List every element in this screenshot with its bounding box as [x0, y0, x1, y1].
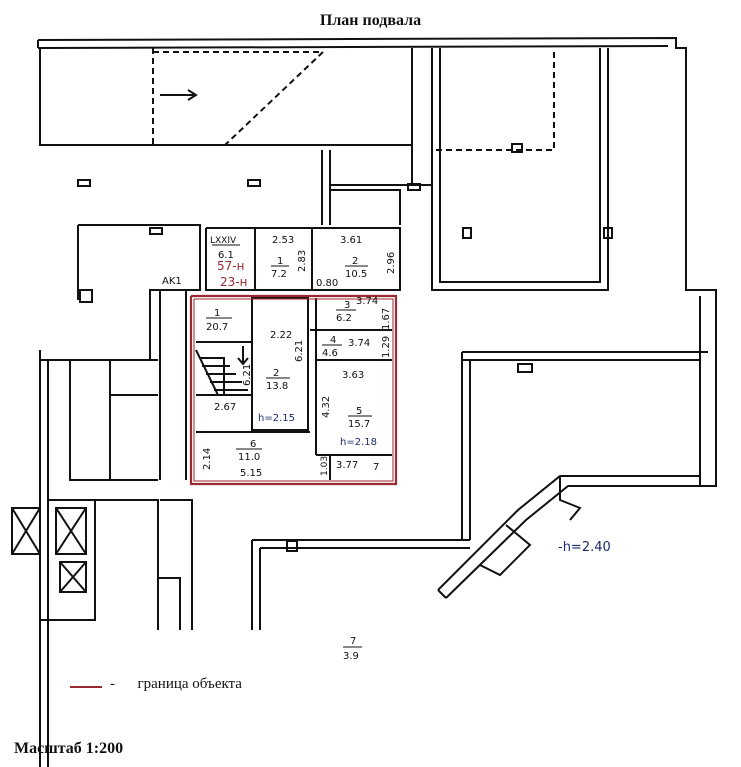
room-2-number: 2 [273, 368, 279, 379]
room-labels: LXXIV 6.1 57-н 23-н AK1 2.53 1 7.2 2.83 … [162, 235, 611, 662]
object-boundary [189, 294, 398, 486]
room-4-area: 4.6 [322, 348, 338, 359]
room-lxxiv-area: 6.1 [218, 250, 234, 261]
room-3-width: 3.74 [356, 296, 378, 307]
legend-text: граница объекта [137, 676, 242, 692]
room-6-width: 5.15 [240, 468, 262, 479]
room-lxxiv-label: LXXIV [210, 236, 237, 246]
room-big7-number: 7 [350, 636, 356, 647]
room-top-gap: 0.80 [316, 278, 338, 289]
scale-label: Масштаб 1:200 [14, 740, 124, 757]
room-top2-number: 2 [352, 256, 358, 267]
room-6-depth: 2.14 [202, 448, 213, 470]
room-5-area: 15.7 [348, 419, 370, 430]
room-3-depth: 1.67 [381, 308, 392, 330]
room-top1-depth: 2.83 [297, 250, 308, 272]
object-boundary-inner [193, 298, 394, 482]
object-number-57: 57-н [217, 259, 244, 273]
room-top1-area: 7.2 [271, 269, 287, 280]
room-big7-area: 3.9 [343, 651, 359, 662]
plan-title: План подвала [319, 12, 422, 29]
room-2-height: h=2.15 [258, 413, 295, 424]
room-7-width: 3.77 [336, 460, 358, 471]
room-3-number: 3 [344, 300, 350, 311]
legend-label: - граница объекта [110, 676, 242, 693]
room-1-area: 20.7 [206, 322, 228, 333]
room-2-depth: 6.21 [294, 340, 305, 362]
walls [11, 36, 717, 767]
room-6-number: 6 [250, 439, 256, 450]
room-1-width: 2.67 [214, 402, 236, 413]
room-4-width: 3.74 [348, 338, 370, 349]
room-top1-width: 2.53 [272, 235, 294, 246]
room-1-number: 1 [214, 308, 220, 319]
room-2-width: 2.22 [270, 330, 292, 341]
room-7-depth: 1.03 [320, 456, 330, 476]
room-5-width: 3.63 [342, 370, 364, 381]
room-7-number: 7 [373, 462, 379, 473]
room-top2-area: 10.5 [345, 269, 367, 280]
big-room-height: -h=2.40 [558, 540, 611, 555]
legend-dash: - [110, 676, 115, 692]
room-5-depth: 4.32 [321, 396, 332, 418]
room-top1-number: 1 [277, 256, 283, 267]
ak1-label: AK1 [162, 276, 182, 287]
room-6-area: 11.0 [238, 452, 260, 463]
room-4-number: 4 [330, 335, 336, 346]
object-number-23: 23-н [220, 275, 247, 289]
room-top2-depth: 2.96 [386, 252, 397, 274]
room-1-depth: 6.21 [242, 364, 253, 386]
room-5-number: 5 [356, 406, 362, 417]
room-3-area: 6.2 [336, 313, 352, 324]
room-2-area: 13.8 [266, 381, 288, 392]
legend-swatch [70, 686, 102, 688]
room-top2-width: 3.61 [340, 235, 362, 246]
room-4-depth: 1.29 [381, 336, 392, 358]
room-5-height: h=2.18 [340, 437, 377, 448]
